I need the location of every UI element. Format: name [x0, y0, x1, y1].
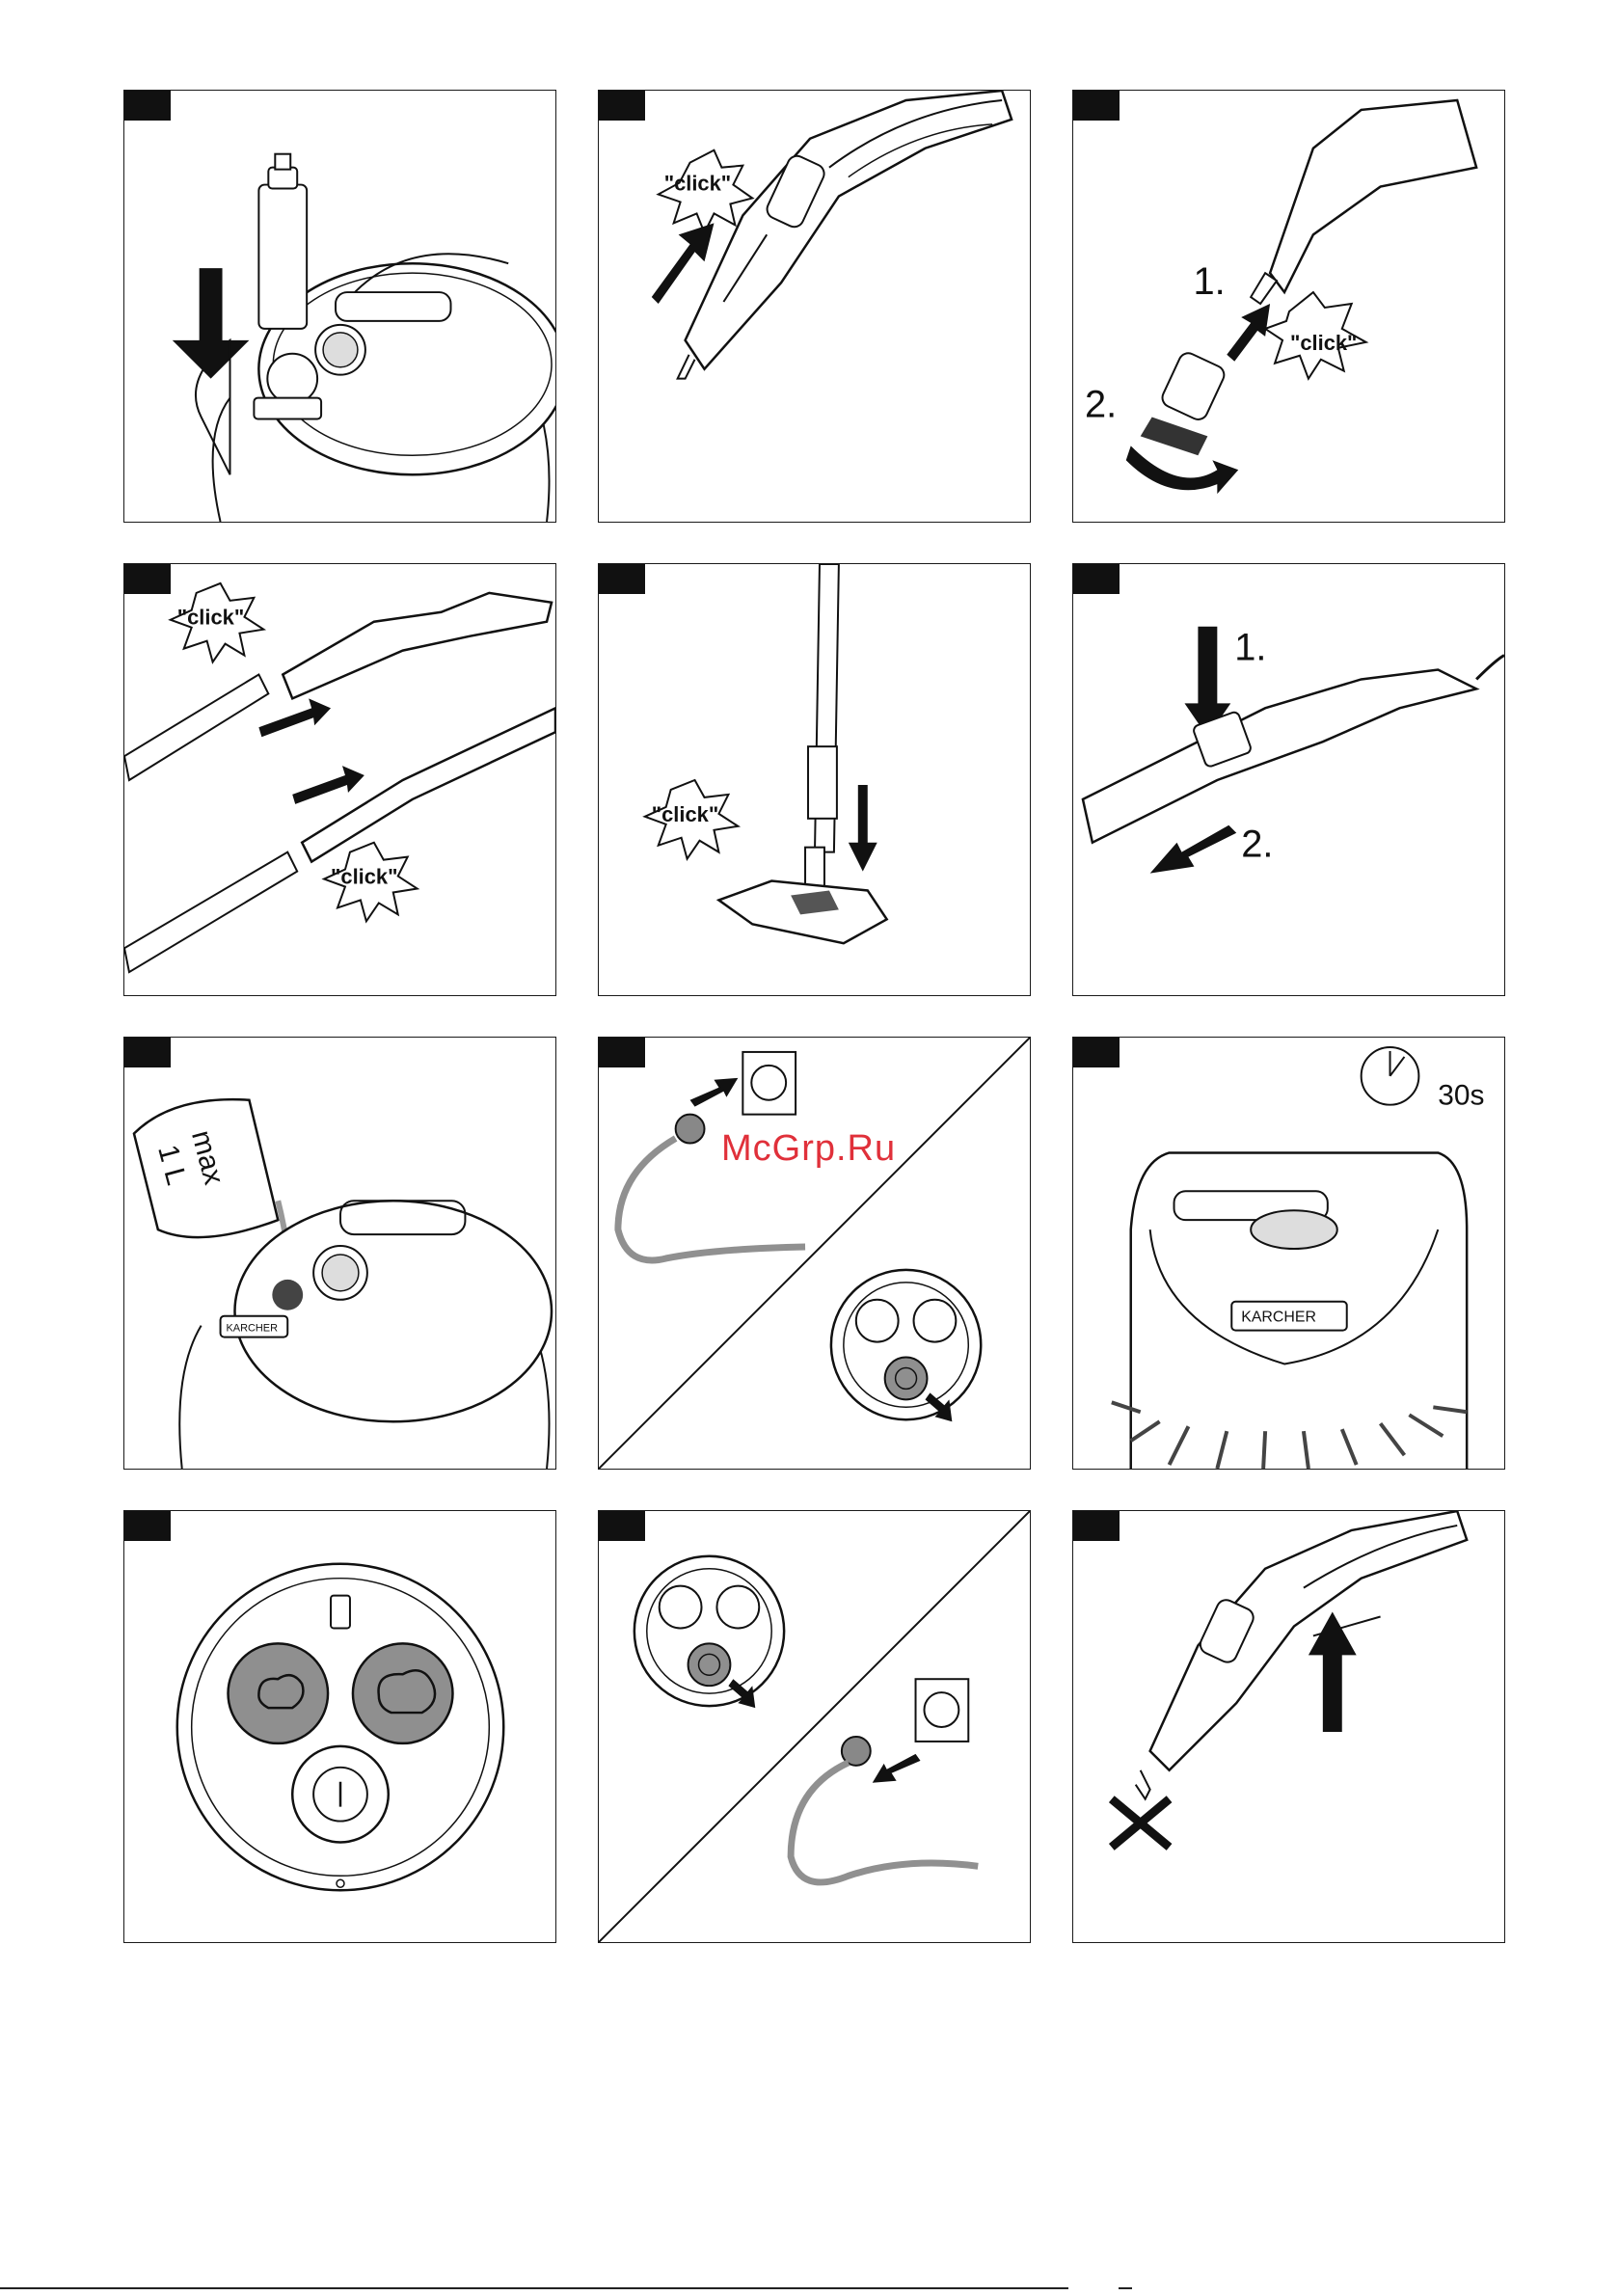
- step-1-label: 1.: [1234, 627, 1266, 669]
- click-label: "click": [652, 802, 718, 826]
- attach-nozzle-illustration: "click": [599, 91, 1030, 522]
- footer-mark: [1119, 2287, 1132, 2289]
- panel-5: "click": [598, 563, 1031, 996]
- click-label: "click": [1290, 331, 1357, 355]
- fill-water-illustration: max 1 L KARCHER: [124, 1038, 555, 1469]
- panel-7: max 1 L KARCHER: [123, 1037, 556, 1470]
- detach-nozzle-illustration: 1. 2.: [1073, 564, 1504, 995]
- click-label-top: "click": [177, 606, 244, 630]
- panel-8: [598, 1037, 1031, 1470]
- attach-floor-nozzle-illustration: "click": [599, 564, 1030, 995]
- release-trigger-illustration: [1073, 1511, 1504, 1942]
- connect-extension-tubes-illustration: "click" "click": [124, 564, 555, 995]
- step-2-label: 2.: [1085, 383, 1117, 425]
- plug-in-and-switch-on-illustration: [599, 1038, 1030, 1469]
- panel-6: 1. 2.: [1072, 563, 1505, 996]
- switch-off-and-unplug-illustration: [599, 1511, 1030, 1942]
- panel-12: [1072, 1510, 1505, 1943]
- brand-label: KARCHER: [227, 1323, 279, 1335]
- click-label-bottom: "click": [331, 865, 397, 889]
- panel-4: "click" "click": [123, 563, 556, 996]
- panel-9: 30s KARCHER: [1072, 1037, 1505, 1470]
- brand-label: KARCHER: [1241, 1310, 1316, 1326]
- control-panel-illustration: [124, 1511, 555, 1942]
- heat-up-illustration: 30s KARCHER: [1073, 1038, 1504, 1469]
- panel-10: [123, 1510, 556, 1943]
- brush-attach-illustration: 1. "click" 2.: [1073, 91, 1504, 522]
- panel-3: 1. "click" 2.: [1072, 90, 1505, 523]
- time-label: 30s: [1438, 1080, 1484, 1112]
- click-label: "click": [664, 172, 731, 196]
- step-2-label: 2.: [1241, 824, 1273, 866]
- watermark: McGrp.Ru: [721, 1128, 896, 1170]
- panel-11: [598, 1510, 1031, 1943]
- panel-1: [123, 90, 556, 523]
- step-1-label: 1.: [1193, 260, 1225, 303]
- panel-2: "click": [598, 90, 1031, 523]
- footer-rule: [0, 2287, 1068, 2289]
- fill-filter-illustration: [124, 91, 555, 522]
